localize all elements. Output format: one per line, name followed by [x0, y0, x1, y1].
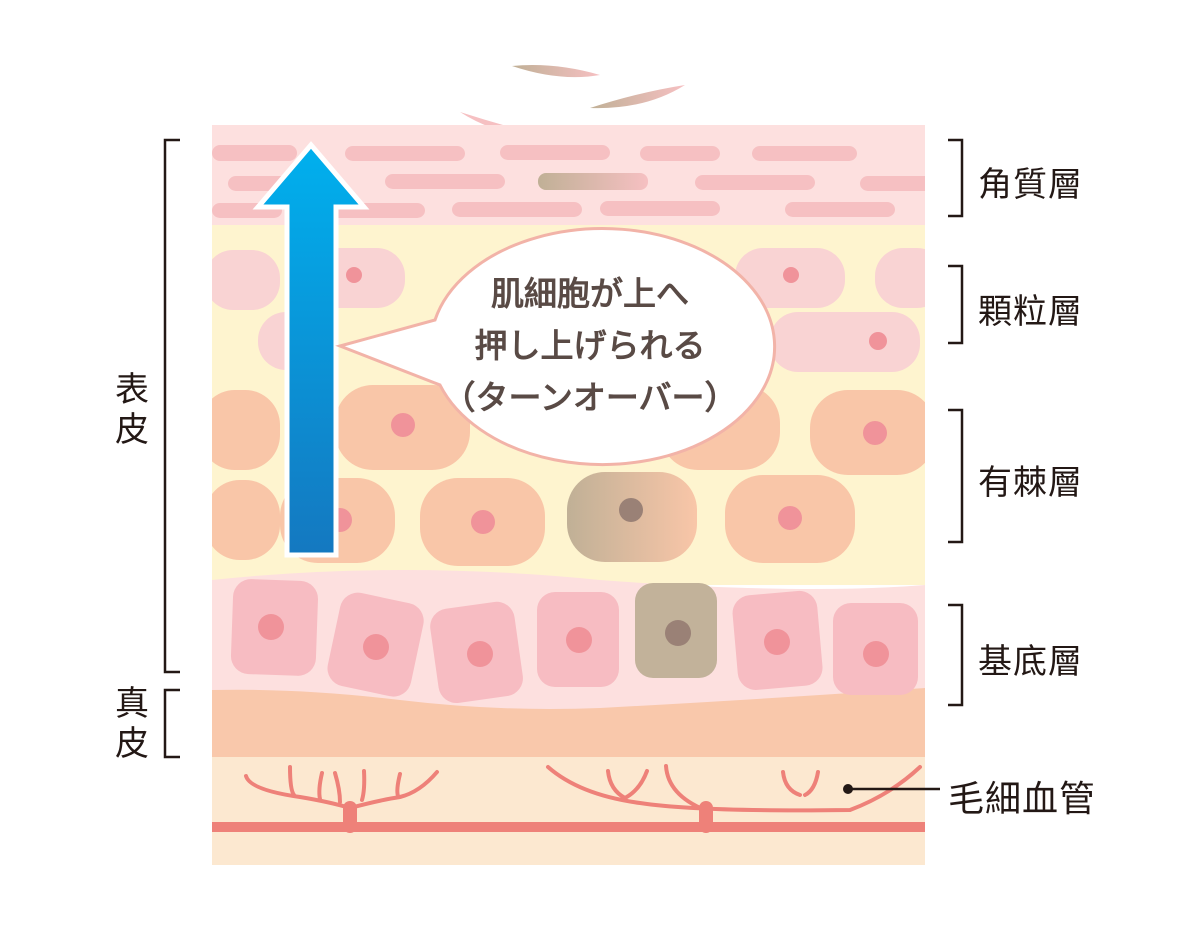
bubble-line-2: 押し上げられる	[474, 326, 706, 365]
label-dermis: 真皮	[115, 684, 149, 764]
brackets	[163, 138, 964, 791]
label-stratum-basale: 基底層	[978, 642, 1083, 682]
dermis-layer	[212, 688, 925, 760]
bubble-line-3: （ターンオーバー）	[442, 378, 738, 417]
label-epidermis: 表皮	[115, 370, 149, 450]
label-stratum-spinosum: 有棘層	[978, 463, 1083, 503]
capillary-vessel	[212, 822, 925, 832]
speech-bubble	[335, 227, 777, 467]
capillaries	[244, 764, 922, 833]
label-stratum-corneum: 角質層	[978, 165, 1083, 205]
label-capillary: 毛細血管	[948, 779, 1097, 820]
bubble-line-1: 肌細胞が上へ	[491, 274, 689, 313]
turnover-arrow-icon	[252, 141, 370, 558]
bubble-text: 肌細胞が上へ 押し上げられる （ターンオーバー）	[440, 268, 740, 424]
basal-cells	[230, 579, 918, 704]
label-stratum-granulosum: 顆粒層	[978, 292, 1083, 332]
capillary-pointer-dot	[843, 784, 853, 794]
